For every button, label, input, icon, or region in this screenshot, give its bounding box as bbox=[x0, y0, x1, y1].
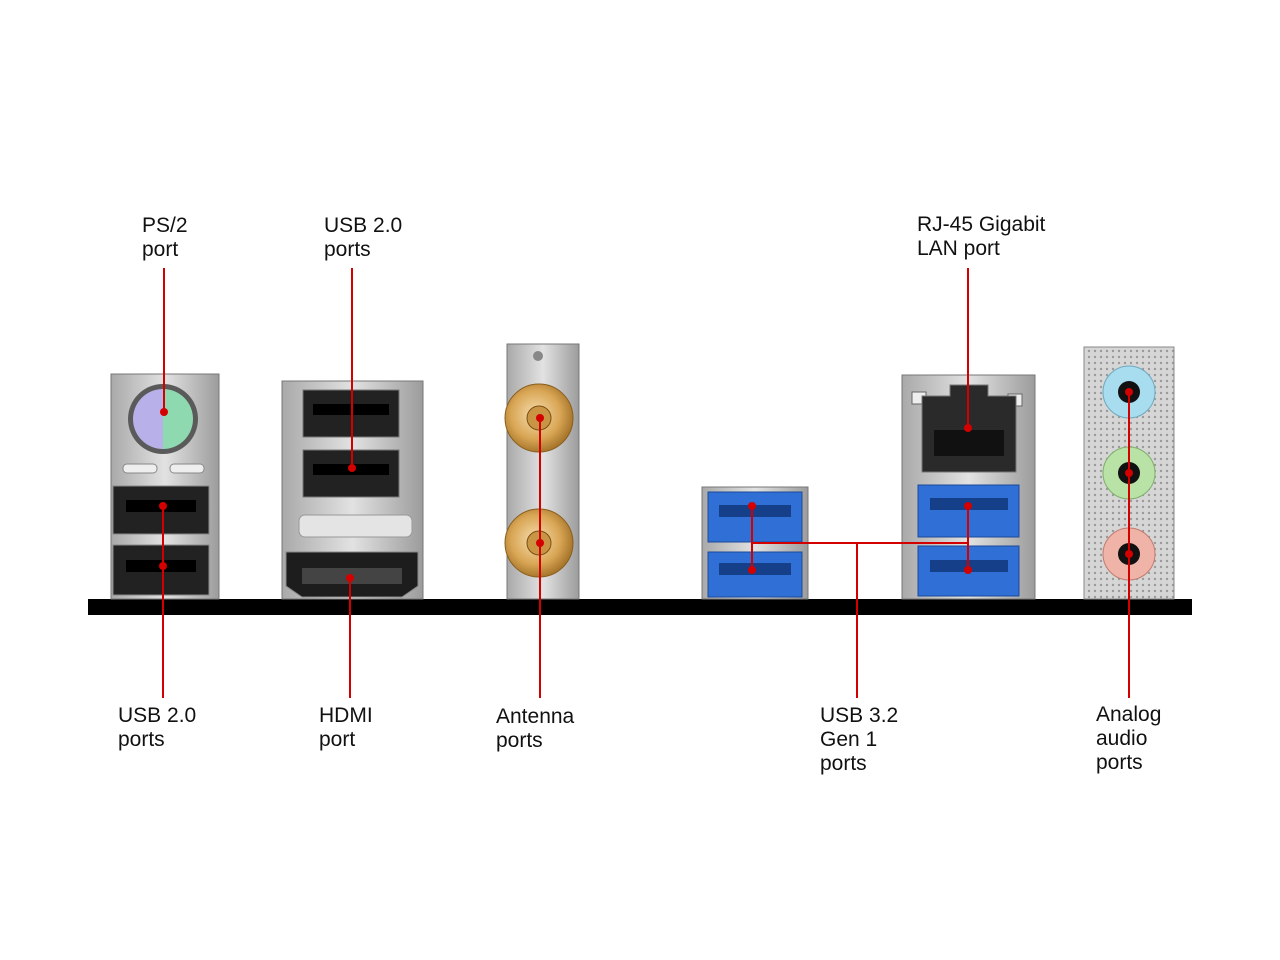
antenna-bracket bbox=[504, 343, 580, 600]
ps2-mouse-half bbox=[133, 389, 163, 449]
ps2-keyboard-half bbox=[163, 389, 193, 449]
board-edge bbox=[88, 599, 1192, 615]
callout-lines bbox=[162, 268, 1130, 698]
callout-dots bbox=[159, 388, 1133, 582]
